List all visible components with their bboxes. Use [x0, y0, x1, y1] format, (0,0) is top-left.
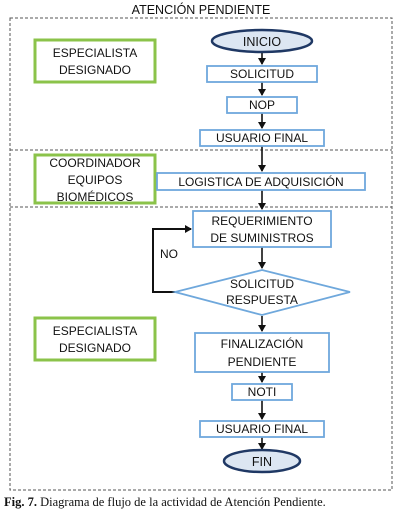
- role-label: DESIGNADO: [59, 63, 131, 77]
- edge-label-no: NO: [160, 247, 178, 261]
- process-logistica: [156, 172, 366, 191]
- process-label: USUARIO FINAL: [216, 131, 308, 145]
- process-label: SOLICITUD: [230, 67, 294, 81]
- role-label: BIOMÉDICOS: [57, 189, 134, 204]
- figure-caption: Fig. 7. Diagrama de flujo de la activida…: [4, 495, 402, 510]
- diagram-title: ATENCIÓN PENDIENTE: [132, 2, 271, 17]
- start-label: INICIO: [243, 35, 281, 49]
- caption-text: Diagrama de flujo de la actividad de Ate…: [40, 495, 326, 509]
- role-label: EQUIPOS: [68, 173, 123, 187]
- decision-label: SOLICITUD: [230, 277, 294, 291]
- decision-label: RESPUESTA: [226, 293, 298, 307]
- role-box: [33, 153, 157, 205]
- process-solicitud: [206, 65, 318, 83]
- role-box: [33, 316, 157, 362]
- role-box: [33, 38, 157, 84]
- process-finalizacion: [194, 332, 330, 373]
- swimlane-frame: [9, 17, 393, 491]
- process-label: USUARIO FINAL: [216, 422, 308, 436]
- process-usuario-final: [199, 129, 325, 147]
- role-label: ESPECIALISTA: [53, 46, 137, 60]
- process-label: NOTI: [248, 385, 277, 399]
- process-label: LOGISTICA DE ADQUISICIÓN: [178, 174, 343, 189]
- process-usuario-final: [199, 420, 325, 438]
- role-label: DESIGNADO: [59, 341, 131, 355]
- process-label: NOP: [249, 98, 275, 112]
- end-label: FIN: [252, 455, 272, 469]
- process-label: PENDIENTE: [228, 355, 297, 369]
- process-nop: [226, 96, 298, 114]
- no-loop-arrow: [152, 225, 192, 293]
- process-label: FINALIZACIÓN: [221, 336, 304, 351]
- end-terminal: [222, 448, 302, 474]
- start-terminal: [210, 28, 314, 54]
- process-noti: [231, 383, 293, 401]
- caption-label: Fig. 7.: [4, 495, 37, 509]
- decision-diamond: [171, 269, 351, 316]
- process-label: REQUERIMIENTO: [211, 214, 312, 228]
- process-label: DE SUMINISTROS: [210, 231, 313, 245]
- process-requerimiento: [192, 210, 332, 248]
- role-label: ESPECIALISTA: [53, 324, 137, 338]
- role-label: COORDINADOR: [49, 156, 141, 170]
